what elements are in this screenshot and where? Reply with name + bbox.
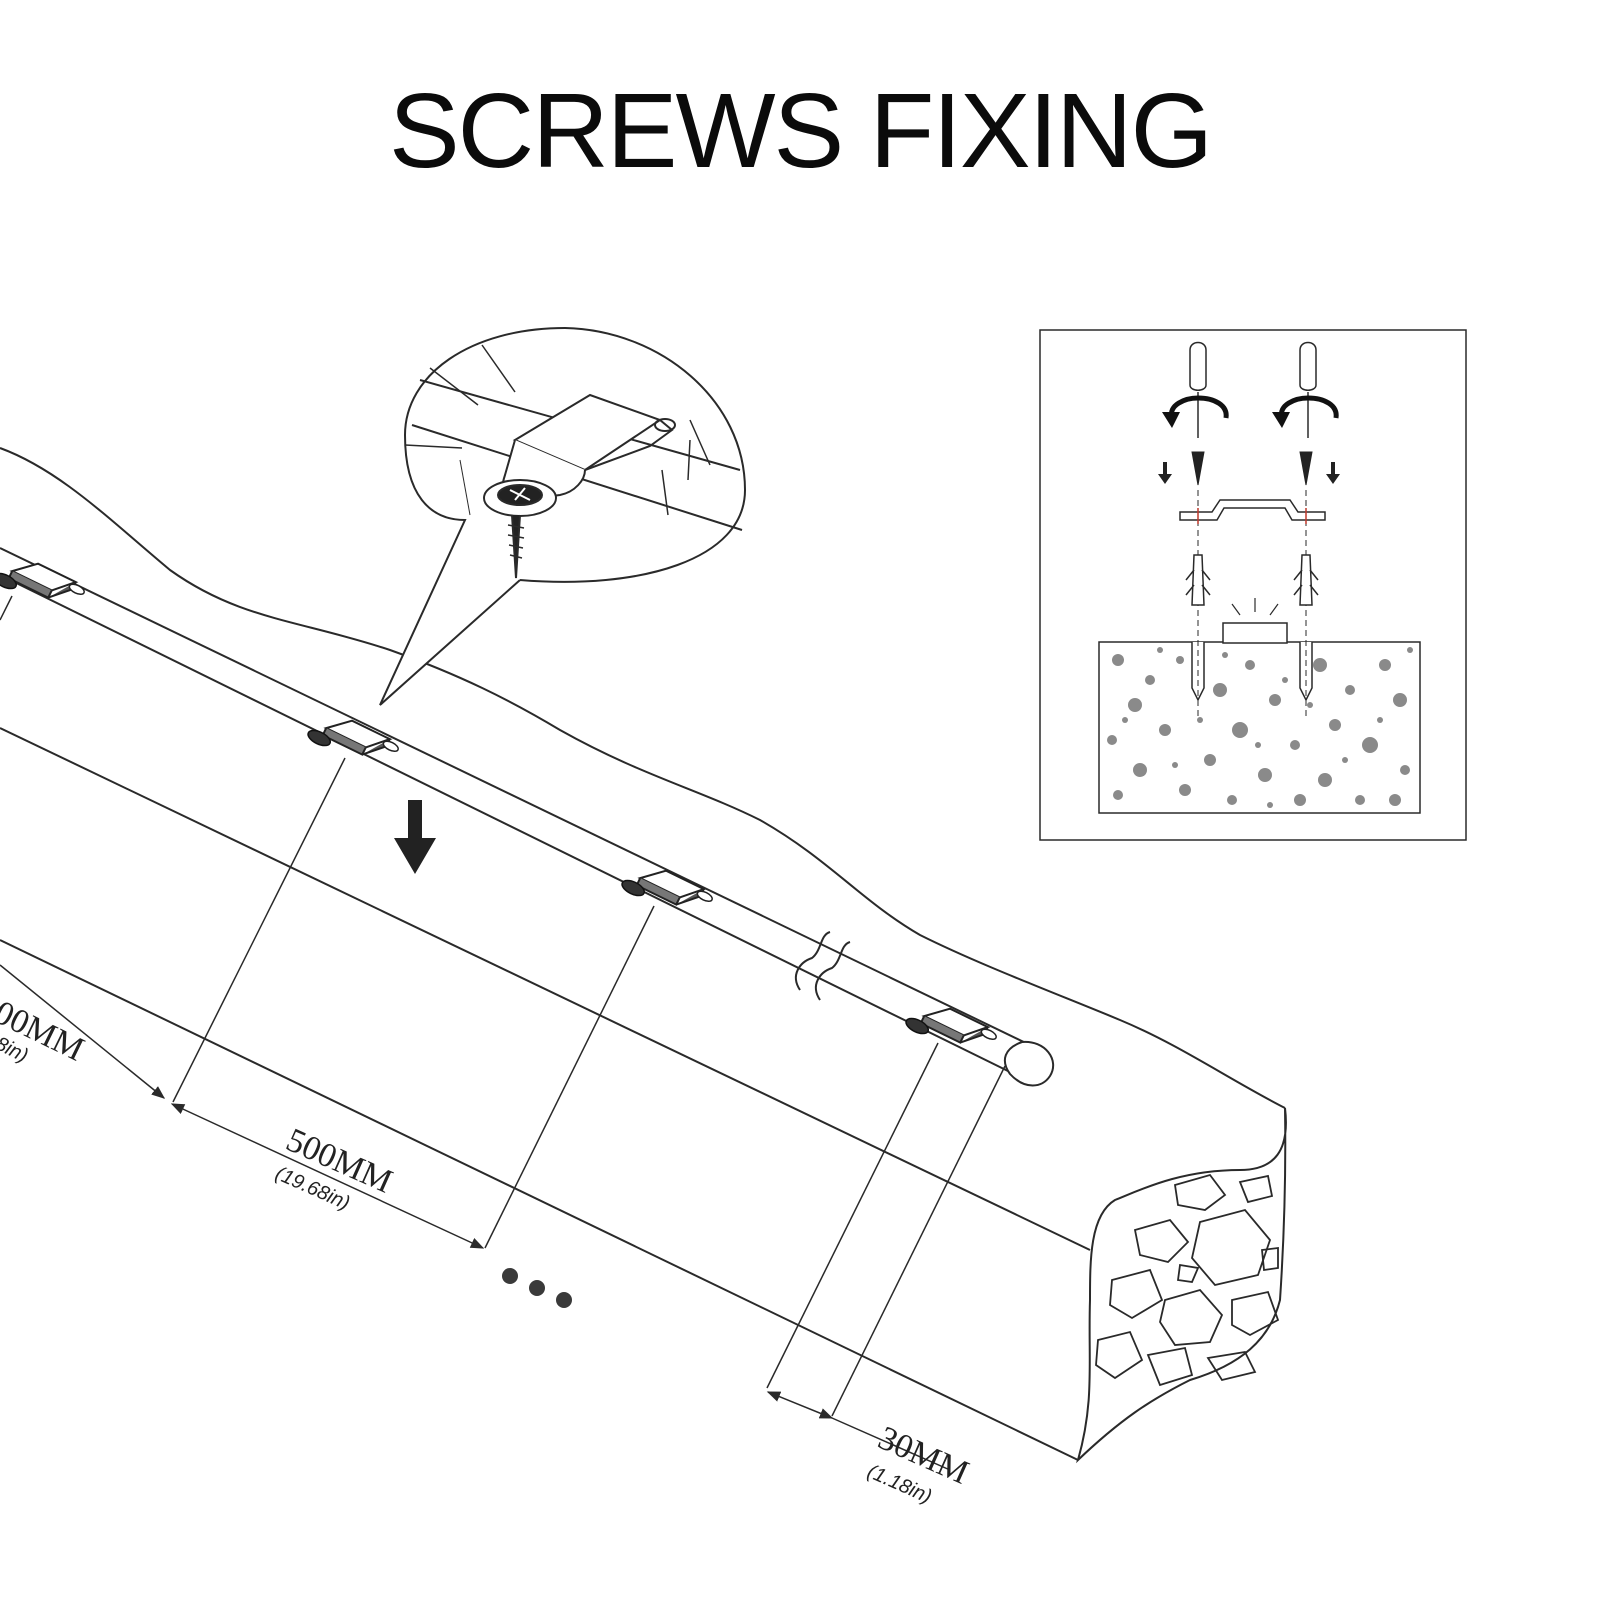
wall-bottom-edge — [0, 939, 1079, 1461]
wall-top-contour — [0, 447, 1286, 1109]
ellipsis-dots-icon — [502, 1268, 572, 1308]
led-strip-bottom-edge — [0, 574, 1011, 1073]
inset-bracket — [1179, 499, 1326, 521]
wall-plug-icon — [1185, 554, 1319, 606]
guide-line-clip-3 — [484, 905, 655, 1249]
mounting-clip — [0, 547, 88, 621]
rotate-arrows-icon — [1168, 395, 1339, 419]
guide-line-clip-2 — [172, 757, 346, 1103]
magnified-detail — [379, 326, 747, 706]
concrete-block — [1098, 641, 1421, 814]
dimension-labels: 00MM 8in) 500MM (19.68in) 30MM (1.18in) — [0, 994, 974, 1508]
dimension-lines — [0, 964, 951, 1471]
mounting-clips — [0, 547, 1000, 1066]
led-strip-top-edge — [0, 547, 1031, 1046]
screw-icon — [1191, 451, 1313, 486]
mounting-clip — [618, 854, 716, 928]
down-arrow-icon — [394, 800, 436, 874]
page-title: SCREWS FIXING — [388, 72, 1213, 190]
dimension-line-first — [0, 964, 166, 1099]
mounting-clip — [902, 992, 1000, 1066]
guide-line-strip-end — [831, 1065, 1006, 1417]
dimension-extension-30mm — [831, 1417, 951, 1471]
inset-strip — [1222, 622, 1288, 644]
wall-broken-end — [1076, 1107, 1287, 1464]
guide-line-clip-4 — [766, 1042, 939, 1389]
guide-line-clip-1 — [0, 595, 13, 621]
concrete-texture — [1107, 647, 1413, 808]
led-strip-end-cap — [1003, 1040, 1055, 1087]
wall-front-top-edge — [0, 727, 1091, 1251]
dimension-line-30mm — [766, 1391, 834, 1419]
wall-scene — [0, 447, 1287, 1464]
led-strip — [0, 547, 1055, 1087]
down-arrow-icon — [1158, 462, 1340, 484]
strip-break-mark — [794, 931, 851, 1001]
light-rays — [1231, 598, 1279, 616]
stone-texture — [1095, 1173, 1280, 1387]
inset-panel — [1039, 329, 1467, 841]
dimension-line-500mm — [170, 1103, 485, 1249]
